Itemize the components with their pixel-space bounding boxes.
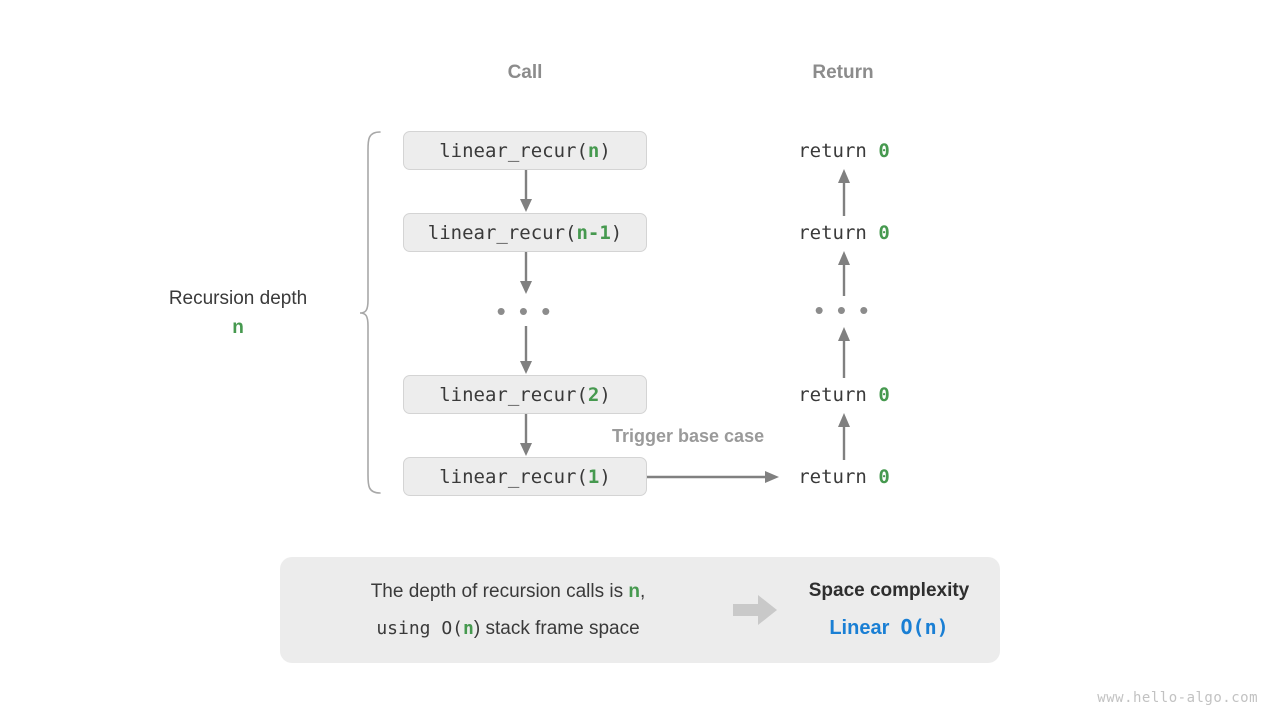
space-complexity-kind: Linear <box>829 616 890 639</box>
return-arrow-3-to-2-icon <box>838 413 850 460</box>
summary-description: The depth of recursion calls is n, using… <box>280 573 718 647</box>
summary-line-2-prefix: using O( <box>376 618 464 639</box>
return-arrow-ellipsis-to-1-icon <box>838 251 850 296</box>
summary-line-1: The depth of recursion calls is n, <box>298 573 718 610</box>
space-complexity-value: Linear O(n) <box>792 609 986 647</box>
summary-line-1-prefix: The depth of recursion calls is <box>370 580 629 602</box>
return-label-1-value: 0 <box>878 222 890 244</box>
summary-line-2-suffix: ) stack frame space <box>473 618 640 639</box>
space-complexity-title: Space complexity <box>808 580 970 602</box>
summary-conclusion: Space complexity Linear O(n) <box>792 573 1000 646</box>
return-label-1: return 0 <box>763 222 925 244</box>
space-complexity-notation: O(n) <box>900 614 949 639</box>
return-label-2-value: 0 <box>878 384 890 406</box>
call-arrow-ellipsis-to-2-icon <box>520 326 532 374</box>
call-arrow-1-to-ellipsis-icon <box>520 252 532 294</box>
return-label-2-text: return <box>798 384 879 406</box>
recursion-depth-label-group: Recursion depth n <box>140 284 336 343</box>
return-arrow-1-to-0-icon <box>838 169 850 216</box>
call-frame-0-prefix: linear_recur( <box>439 139 588 162</box>
summary-line-1-n: n <box>628 580 640 602</box>
recursion-depth-value: n <box>232 317 244 339</box>
call-arrow-2-to-3-icon <box>520 414 532 456</box>
call-frame-3-prefix: linear_recur( <box>439 465 588 488</box>
call-column-ellipsis: • • • <box>496 296 554 326</box>
call-arrow-0-to-1-icon <box>520 170 532 212</box>
return-label-2: return 0 <box>763 384 925 406</box>
base-case-arrow-icon <box>647 471 779 483</box>
call-frame-0-arg: n <box>587 139 600 162</box>
summary-line-2: using O(n) stack frame space <box>298 610 718 647</box>
return-label-3-text: return <box>798 466 879 488</box>
summary-line-1-suffix: , <box>640 580 646 602</box>
call-frame-2-arg: 2 <box>587 383 600 406</box>
right-block-arrow-icon <box>733 595 777 625</box>
call-frame-0-suffix: ) <box>599 139 611 162</box>
summary-panel: The depth of recursion calls is n, using… <box>280 557 1000 663</box>
call-frame-1-arg: n-1 <box>576 221 611 244</box>
recursion-depth-label: Recursion depth <box>168 288 308 309</box>
return-label-3-value: 0 <box>878 466 890 488</box>
base-case-note: Trigger base case <box>612 426 765 446</box>
column-header-return: Return <box>812 62 874 83</box>
call-frame-1-suffix: ) <box>610 221 623 244</box>
return-label-0-text: return <box>798 140 879 162</box>
call-frame-1-prefix: linear_recur( <box>427 221 577 244</box>
column-header-call: Call <box>507 62 543 83</box>
return-label-1-text: return <box>798 222 879 244</box>
summary-arrow-wrap <box>718 593 792 627</box>
call-frame-2-suffix: ) <box>599 383 611 406</box>
call-frame-3-arg: 1 <box>587 465 600 488</box>
call-frame-0[interactable]: linear_recur(n) <box>403 131 647 170</box>
call-frame-1[interactable]: linear_recur(n-1) <box>403 213 647 252</box>
call-frame-3[interactable]: linear_recur(1) <box>403 457 647 496</box>
return-arrow-2-to-ellipsis-icon <box>838 327 850 378</box>
return-label-0-value: 0 <box>878 140 890 162</box>
watermark: www.hello-algo.com <box>1097 690 1258 706</box>
summary-line-2-n: n <box>463 618 474 639</box>
call-frame-2[interactable]: linear_recur(2) <box>403 375 647 414</box>
recursion-depth-brace <box>359 131 381 494</box>
return-label-0: return 0 <box>763 140 925 162</box>
call-frame-3-suffix: ) <box>599 465 611 488</box>
return-label-3: return 0 <box>763 466 925 488</box>
return-column-ellipsis: • • • <box>814 295 872 325</box>
call-frame-2-prefix: linear_recur( <box>439 383 588 406</box>
